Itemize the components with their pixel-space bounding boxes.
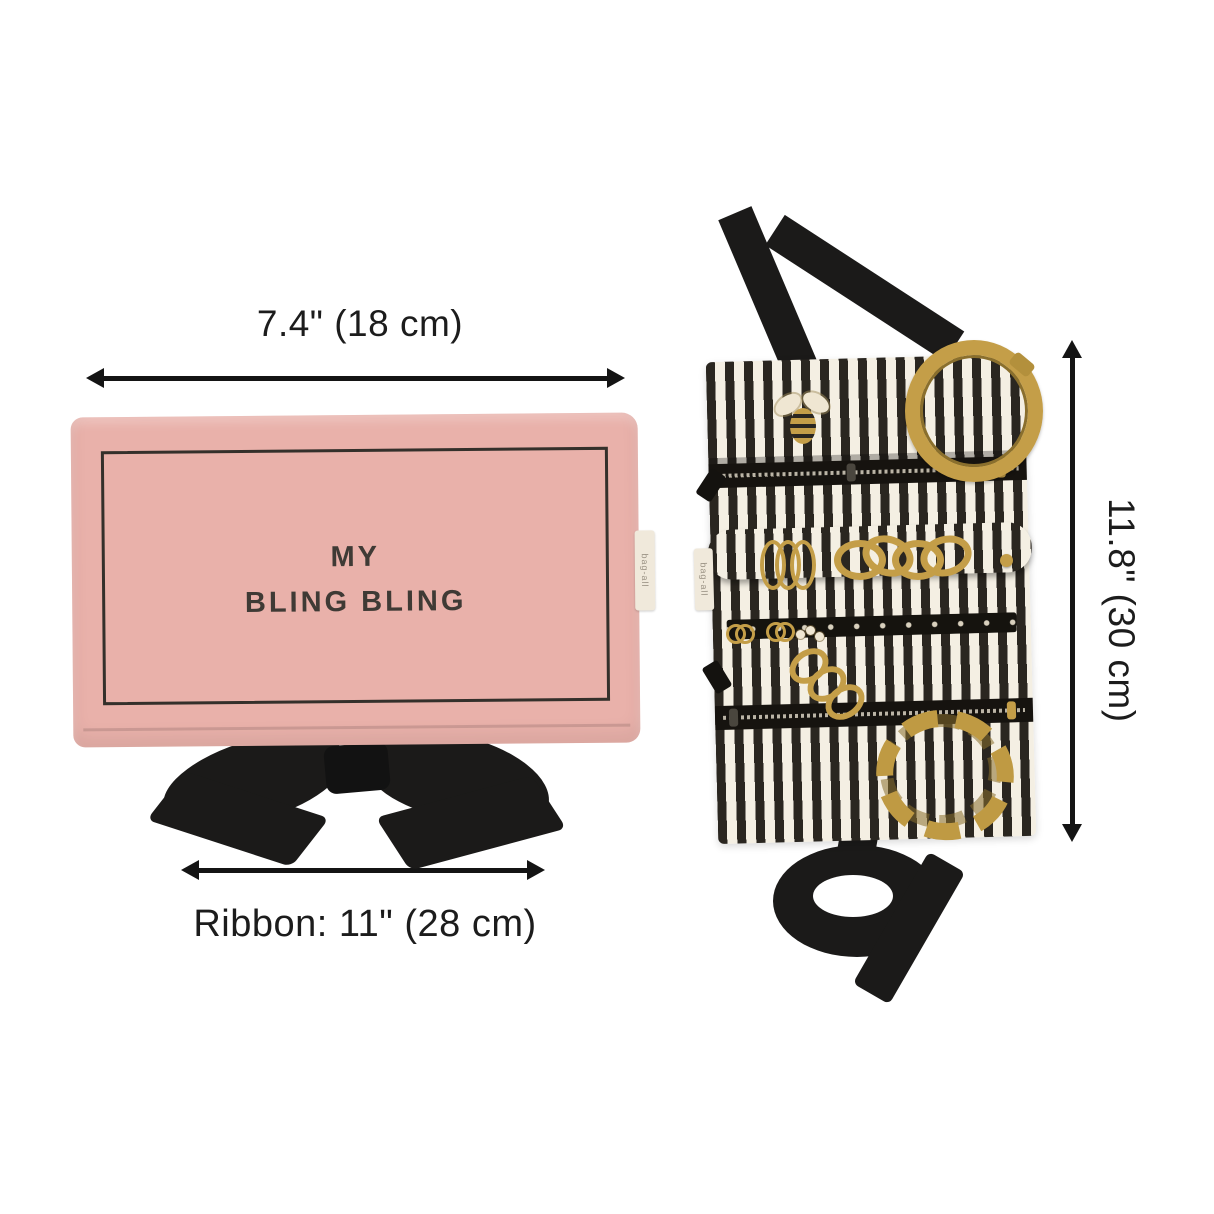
closed-jewelry-pouch: MY BLING BLING bag-all xyxy=(70,412,656,748)
zipper-pull xyxy=(728,708,739,727)
zipper-pull xyxy=(846,463,856,482)
gold-snap-stud xyxy=(1000,554,1013,567)
logo-earring-circle xyxy=(775,622,795,642)
chain-link xyxy=(892,540,944,580)
width-dimension-label: 7.4" (18 cm) xyxy=(256,303,464,344)
pearl xyxy=(806,626,815,635)
zipper-pull-gold xyxy=(1006,701,1017,720)
draped-gold-chain xyxy=(782,640,872,730)
bangle-clasp xyxy=(1007,351,1037,378)
bee-brooch xyxy=(771,388,834,448)
pearl xyxy=(815,632,824,641)
width-dimension-arrow-icon xyxy=(86,368,625,388)
brand-tag: bag-all xyxy=(634,530,656,611)
ribbon-dimension-label: Ribbon: 11" (28 cm) xyxy=(193,903,537,945)
pouch-title-line2: BLING BLING xyxy=(244,585,467,619)
ribbon-dimension-arrow-icon xyxy=(181,860,545,880)
height-dimension-arrow-icon xyxy=(1062,340,1082,842)
gold-bangle xyxy=(905,340,1043,482)
chain-bracelet-on-bar xyxy=(834,528,977,586)
zipper-teeth xyxy=(723,708,1026,720)
height-dimension-label: 11.8" (30 cm) xyxy=(1101,497,1142,723)
pearl xyxy=(796,630,805,639)
pouch-title: MY BLING BLING xyxy=(71,413,641,748)
brand-tag: bag-all xyxy=(693,548,715,611)
ring-stack xyxy=(760,540,820,590)
bow-knot xyxy=(323,741,391,795)
chain-link xyxy=(834,540,886,580)
side-ribbon-tie xyxy=(701,659,733,695)
bee-body xyxy=(790,408,816,444)
logo-earring-circle xyxy=(735,624,755,644)
pouch-title-line1: MY xyxy=(330,540,381,574)
logo-earrings xyxy=(726,616,796,650)
gold-ring xyxy=(790,540,816,590)
pearl-earrings xyxy=(796,626,826,646)
